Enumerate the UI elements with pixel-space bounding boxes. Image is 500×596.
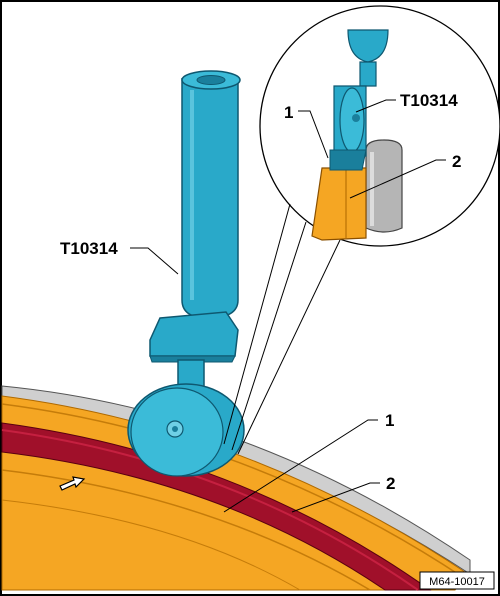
label-part2-detail: 2 (452, 152, 461, 171)
figure-reference-text: M64-10017 (429, 576, 485, 588)
direction-arrow-icon (59, 476, 86, 491)
label-part1-detail: 1 (284, 103, 293, 122)
label-tool-detail: T10314 (400, 91, 458, 110)
tool-t10314 (127, 70, 245, 477)
label-part1-main: 1 (385, 411, 394, 430)
trim-strip (1, 385, 471, 591)
leader-lines (130, 99, 446, 513)
detail-magnifier (223, 5, 500, 455)
label-tool-main: T10314 (60, 239, 118, 258)
figure-reference: M64-10017 (419, 571, 495, 590)
label-part2-main: 2 (386, 474, 395, 493)
